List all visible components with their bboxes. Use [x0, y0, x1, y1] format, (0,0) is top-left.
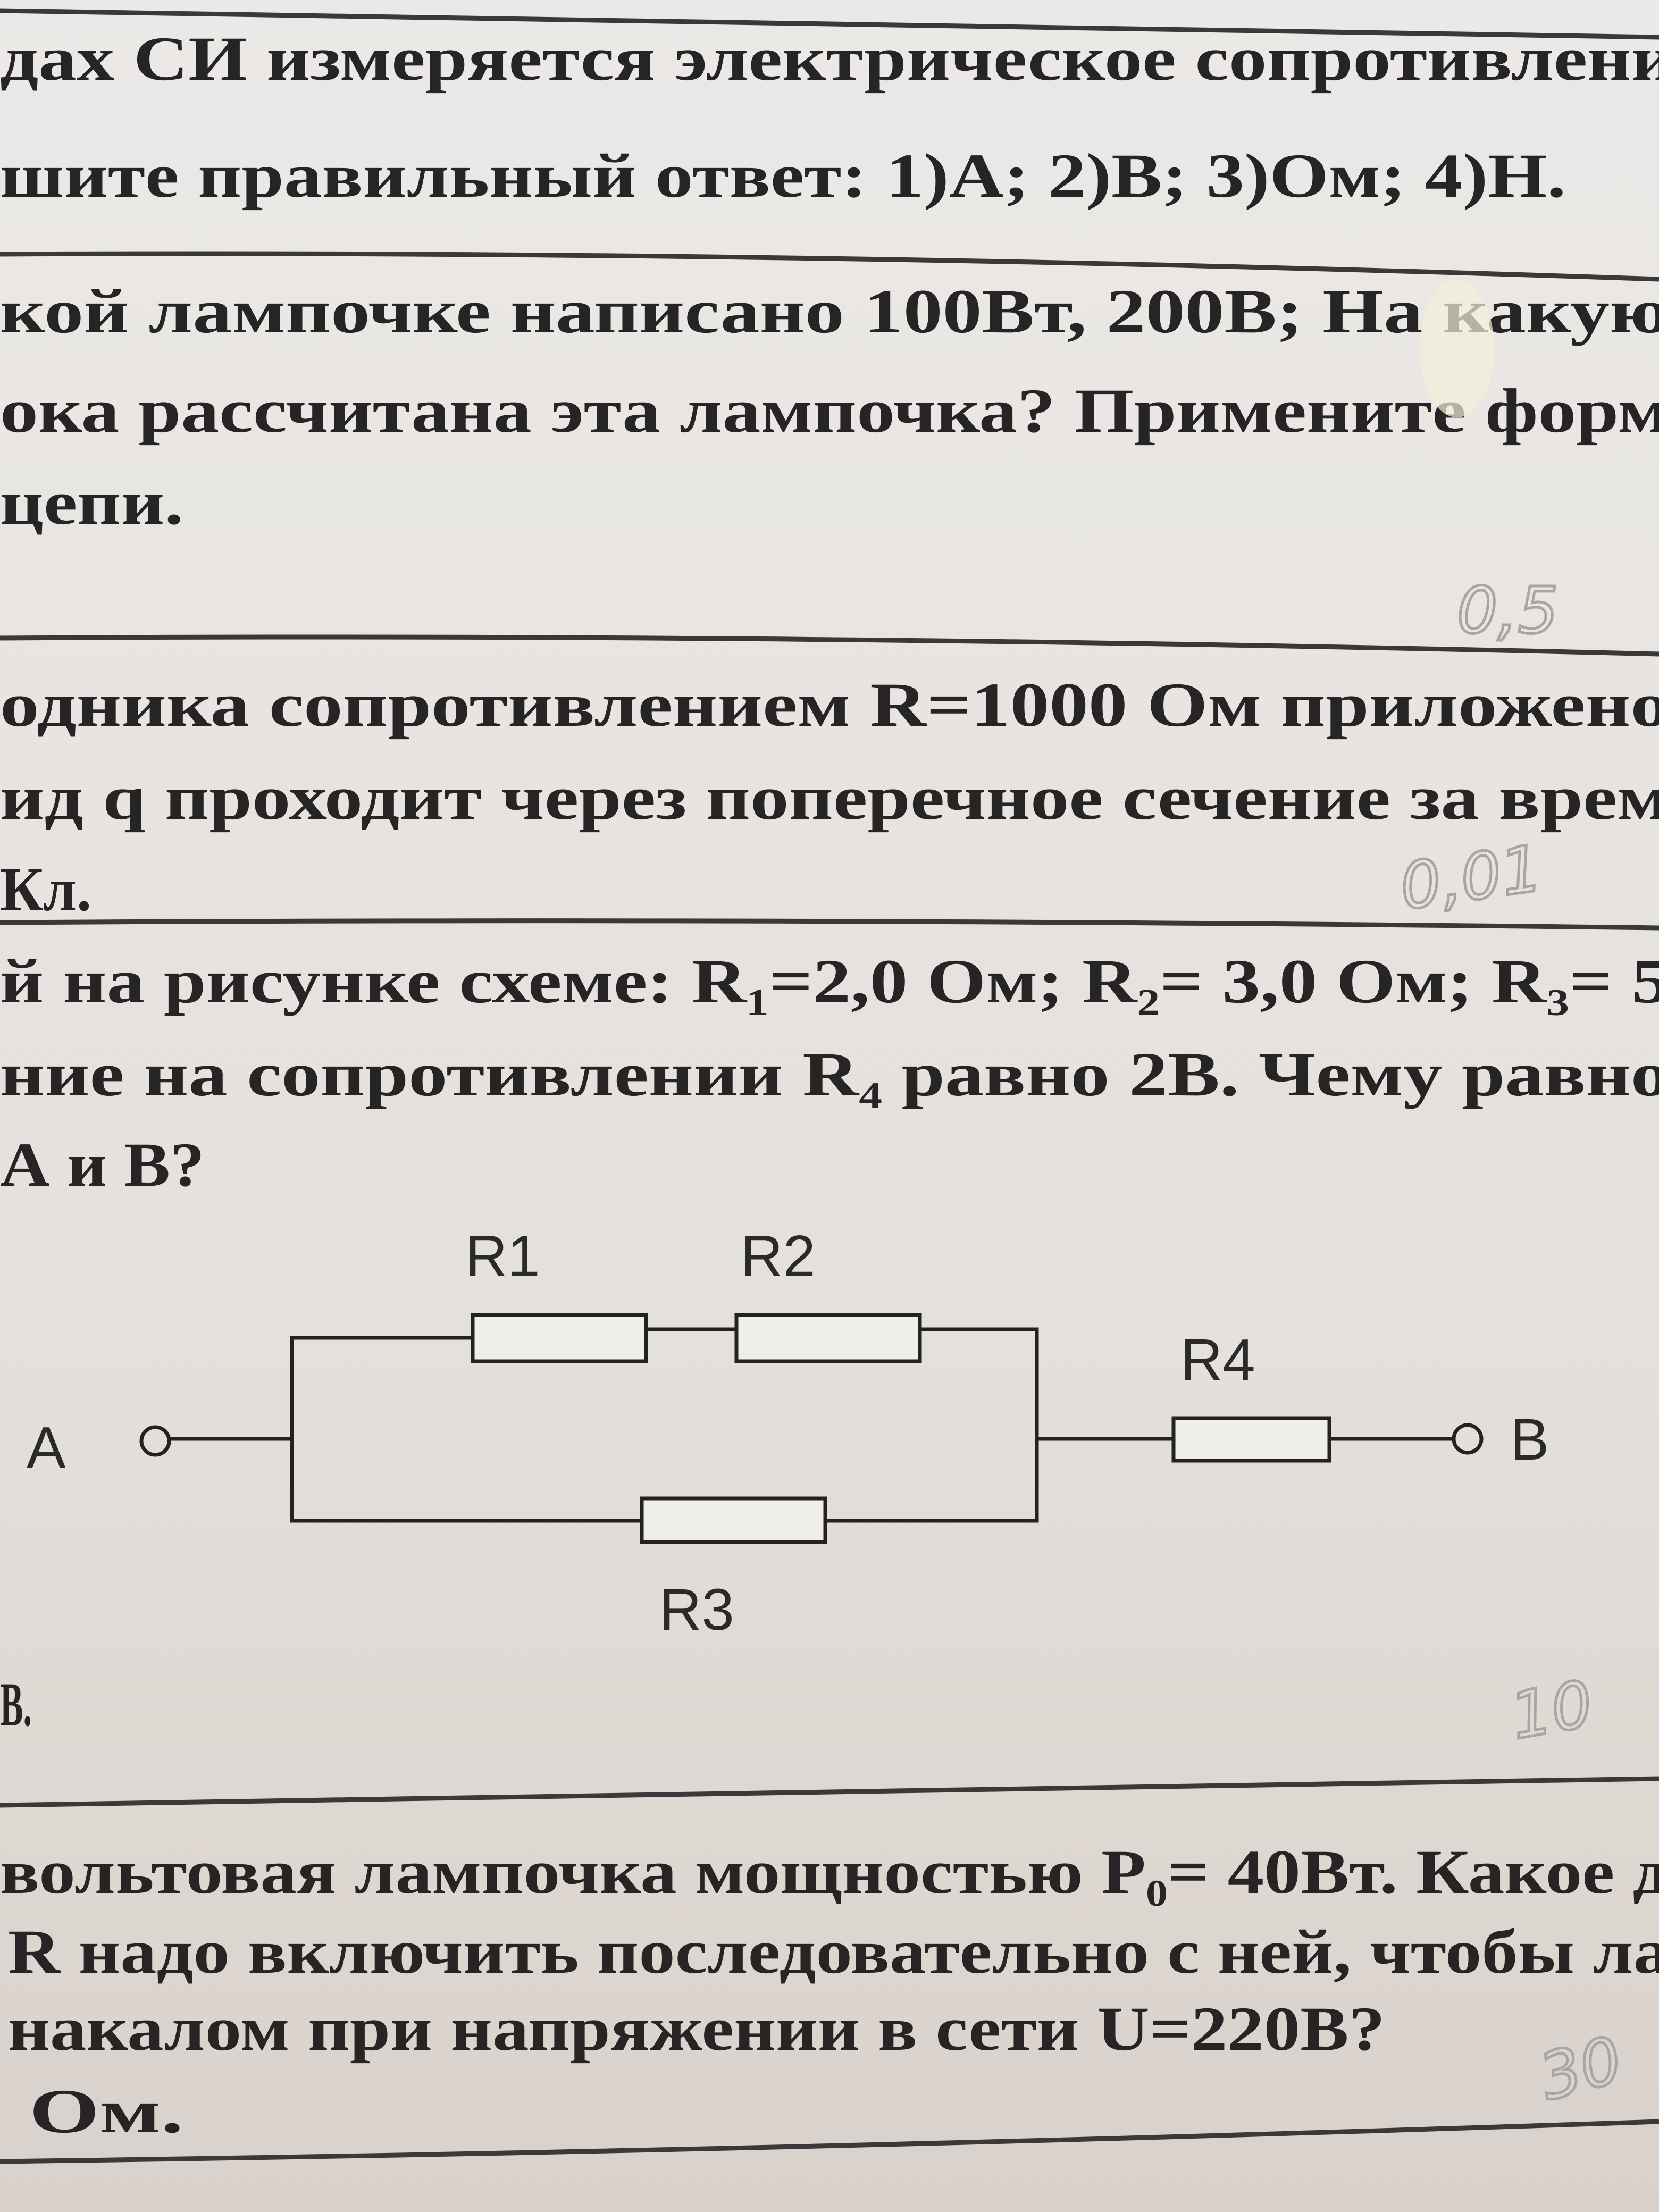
question-text-line: й на рисунке схеме: R₁=2,0 Ом; R₂= 3,0 О…: [0, 946, 1659, 1016]
question-text-line: ид q проходит через поперечное сечение з…: [0, 763, 1659, 833]
resistor-r1: [471, 1313, 648, 1363]
wire: [825, 1327, 1039, 1523]
question-text-line: шите правильный ответ: 1)А; 2)В; 3)Ом; 4…: [0, 141, 1566, 211]
question-text-line: накалом при напряжении в сети U=220В?: [8, 1994, 1385, 2064]
question-text-line: одника сопротивлением R=1000 Ом приложен…: [0, 670, 1659, 740]
divider-line: [0, 634, 1659, 657]
paper-stain: [1420, 279, 1494, 417]
handwritten-answer: 0,5: [1457, 574, 1559, 648]
divider-line: [0, 251, 1659, 282]
label-r1: R1: [465, 1224, 540, 1289]
answer-unit: Ом.: [29, 2076, 183, 2146]
circuit-diagram: R1 R2 R4 R3 A B: [27, 1224, 1549, 1643]
resistor-r3: [640, 1496, 827, 1544]
label-r4: R4: [1180, 1327, 1255, 1393]
terminal-b: [1452, 1423, 1484, 1455]
question-1: дах СИ измеряется электрическое сопротив…: [0, 24, 1659, 211]
answer-unit: В.: [0, 1670, 32, 1739]
handwritten-answer: 10: [1505, 1667, 1598, 1754]
question-text-line: цепи.: [0, 468, 183, 538]
label-a: A: [27, 1415, 66, 1480]
question-5: вольтовая лампочка мощностью P₀= 40Вт. К…: [0, 1837, 1659, 2146]
question-text-line: Кл.: [0, 854, 91, 924]
question-text-line: ние на сопротивлении R₄ равно 2В. Чему р…: [0, 1040, 1659, 1109]
resistor-r4: [1171, 1416, 1331, 1463]
wire: [290, 1336, 642, 1523]
question-2: кой лампочке написано 100Вт, 200В; На ка…: [0, 276, 1659, 650]
question-text-line: дах СИ измеряется электрическое сопротив…: [0, 24, 1659, 94]
resistor-r2: [734, 1313, 922, 1363]
question-text-line: А и В?: [0, 1130, 205, 1200]
question-text-line: ока рассчитана эта лампочка? Примените ф…: [0, 376, 1659, 446]
label-r3: R3: [659, 1577, 734, 1643]
divider-line: [0, 8, 1659, 40]
divider-line: [0, 2119, 1659, 2164]
divider-line: [0, 1776, 1659, 1808]
terminal-a: [139, 1425, 171, 1457]
divider-line: [0, 918, 1659, 931]
label-r2: R2: [741, 1224, 816, 1289]
question-4: й на рисунке схеме: R₁=2,0 Ом; R₂= 3,0 О…: [0, 946, 1659, 1755]
label-b: B: [1510, 1407, 1549, 1472]
question-text-line: R надо включить последовательно с ней, ч…: [8, 1917, 1659, 1987]
question-text-line: вольтовая лампочка мощностью P₀= 40Вт. К…: [0, 1837, 1659, 1907]
question-text-line: кой лампочке написано 100Вт, 200В; На ка…: [0, 276, 1659, 346]
